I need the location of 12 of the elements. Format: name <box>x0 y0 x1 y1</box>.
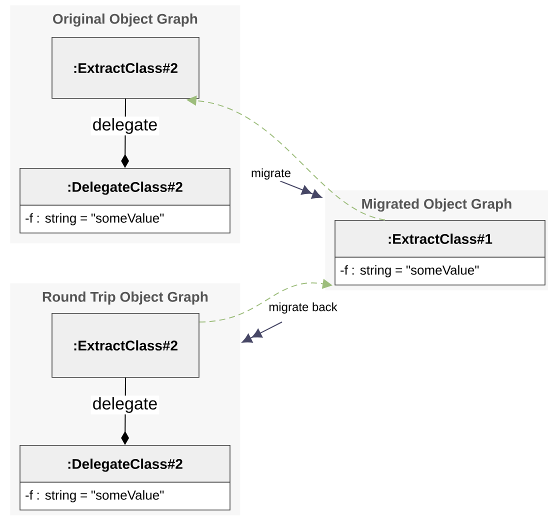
edge-label: delegate <box>90 396 160 414</box>
class-box: :ExtractClass#2 <box>52 313 200 378</box>
edge-label: delegate <box>90 116 160 136</box>
edge-label: migrate <box>250 166 292 182</box>
node-label: -f : string = "someValue" <box>340 265 479 278</box>
node-label: -f : string = "someValue" <box>26 490 164 502</box>
node-label: -f : string = "someValue" <box>26 213 164 226</box>
class-box: :ExtractClass#1 -f : string = "someValue" <box>334 220 546 286</box>
class-box: :ExtractClass#2 <box>52 37 200 99</box>
class-box: :DelegateClass#2 -f : string = "someValue" <box>20 168 230 234</box>
class-box: :DelegateClass#2 -f : string = "someValue" <box>20 445 230 510</box>
edge-label: migrate back <box>267 300 339 316</box>
